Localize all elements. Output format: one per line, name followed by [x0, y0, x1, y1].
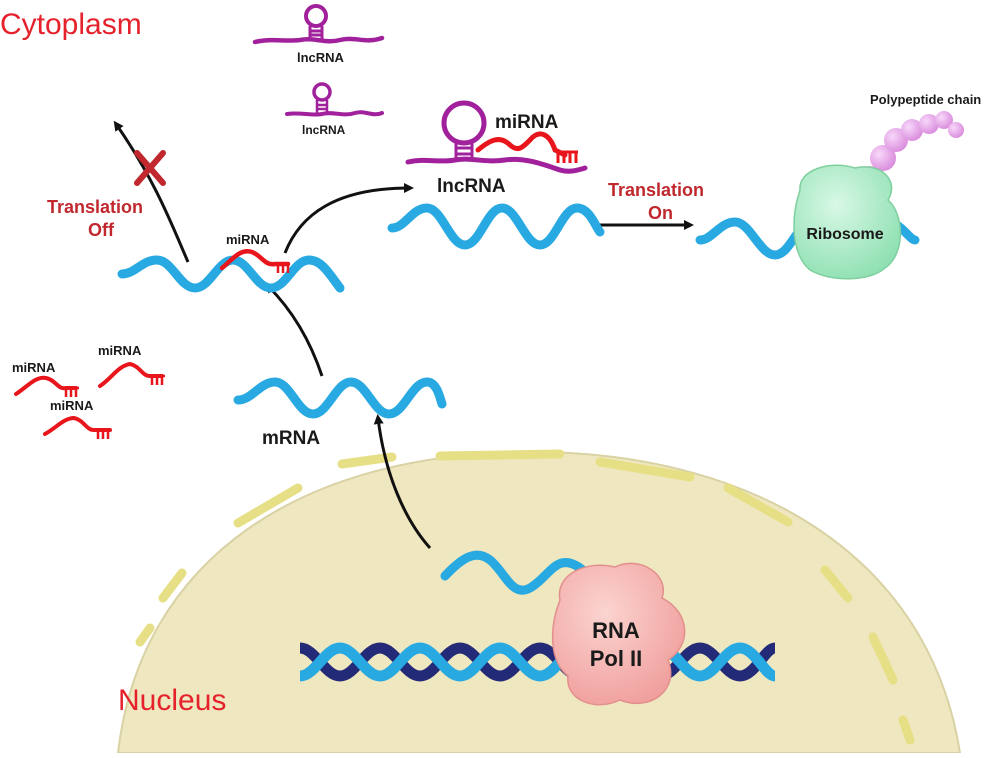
ribosome-label: Ribosome	[806, 226, 883, 243]
lncrna-complex-label: lncRNA	[437, 176, 506, 197]
lncrna-free-2: lncRNA	[285, 82, 384, 137]
mrna-repressed	[117, 255, 345, 293]
nucleus-label: Nucleus	[118, 684, 226, 717]
mrna-translatable	[387, 203, 605, 250]
translation-on-label-line2: On	[648, 203, 673, 223]
nucleus-body	[116, 450, 962, 754]
translation-off-label-line2: Off	[88, 220, 115, 240]
lncrna-label-2: lncRNA	[302, 123, 346, 137]
cytoplasm-label: Cytoplasm	[0, 8, 142, 41]
arrow-to-lncrna-sponge	[283, 183, 414, 254]
lncrna-free-1: lncRNA	[252, 4, 385, 65]
mirna-bound: miRNA	[219, 232, 291, 273]
translation-on-label-line1: Translation	[608, 180, 704, 200]
nucleus	[116, 449, 962, 754]
mirna-free-label-2: miRNA	[98, 343, 142, 358]
dna-helix	[298, 642, 777, 682]
mirna-free-label-3: miRNA	[50, 398, 94, 413]
mirna-free-1: miRNA	[12, 360, 79, 397]
mirna-free-2: miRNA	[98, 343, 165, 388]
mirna-free-3: miRNA	[43, 398, 112, 439]
mrna-free	[233, 377, 447, 419]
nuclear-membrane-pores	[135, 449, 915, 745]
polypeptide-label: Polypeptide chain	[870, 92, 981, 107]
mirna-bound-label: miRNA	[226, 232, 270, 247]
rna-polymerase-ii: RNA Pol II	[551, 562, 686, 706]
ribosome: Ribosome	[793, 164, 902, 280]
translation-off-label-line1: Translation	[47, 197, 143, 217]
arrow-translation-off	[113, 120, 190, 263]
mrna-label: mRNA	[262, 428, 320, 449]
lncrna-mirna-complex: miRNA lncRNA	[405, 100, 588, 197]
polymerase-body	[551, 562, 686, 706]
arrow-mrna-to-binding	[265, 283, 324, 377]
arrow-nucleus-to-mrna	[373, 414, 432, 549]
dna-strand-blue	[298, 642, 777, 682]
arrows	[113, 120, 694, 549]
lncrna-label-1: lncRNA	[297, 50, 345, 65]
mirna-complex-label: miRNA	[495, 112, 559, 133]
block-x-icon	[134, 150, 166, 186]
dna-strand-navy	[298, 642, 777, 682]
rna-pol-label-line1: RNA	[592, 618, 640, 643]
ribosome-body	[793, 164, 902, 280]
rna-pol-label-line2: Pol II	[590, 646, 643, 671]
mirna-free-label-1: miRNA	[12, 360, 56, 375]
